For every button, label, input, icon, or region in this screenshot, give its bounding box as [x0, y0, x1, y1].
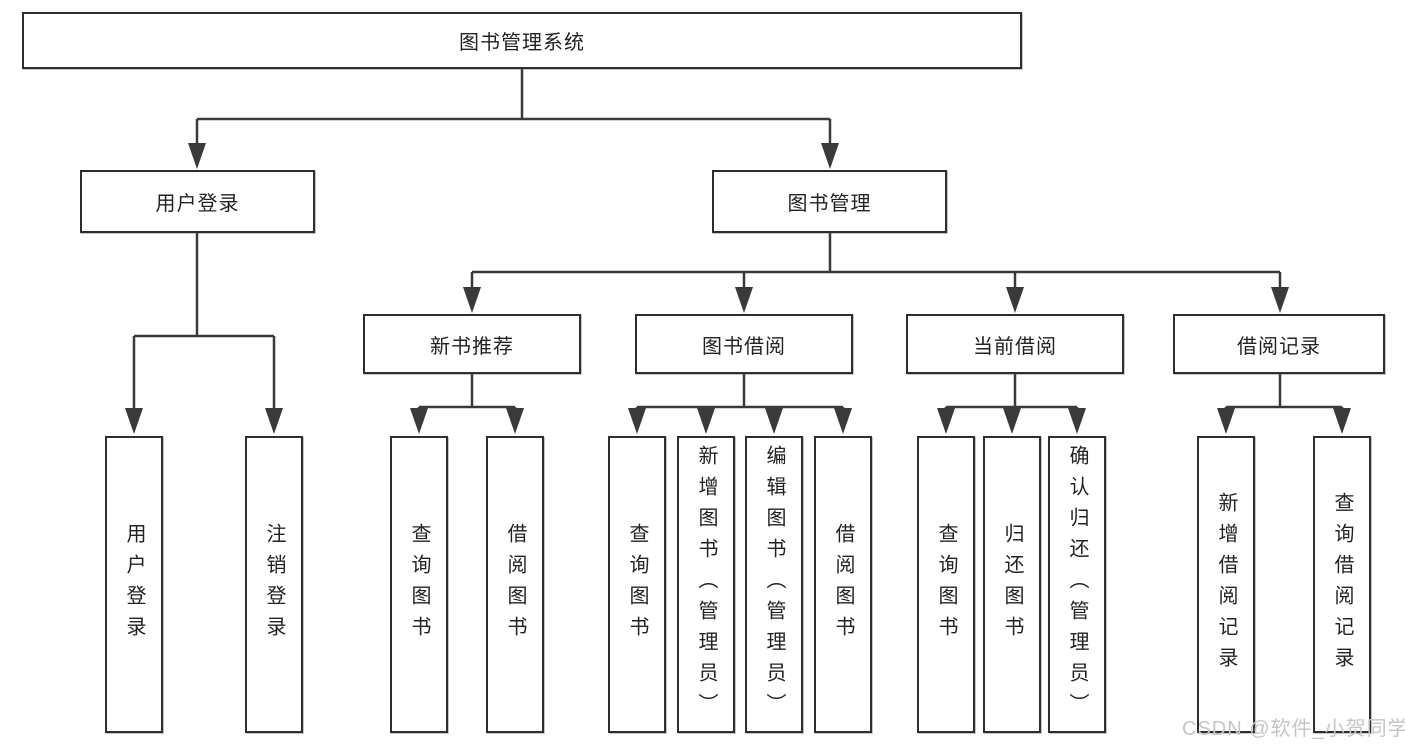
- arrow-down-icon: [1003, 408, 1021, 434]
- leaf-label: 归还图书: [1001, 522, 1023, 647]
- arrow-down-icon: [697, 408, 715, 434]
- leaf-query-borrow-record: 查询借阅记录: [1313, 436, 1371, 733]
- leaf-edit-books-admin: 编辑图书（管理员）: [745, 436, 803, 733]
- leaf-confirm-return-admin: 确认归还（管理员）: [1048, 436, 1106, 733]
- leaf-label: 新增图书（管理员）: [695, 445, 717, 724]
- arrow-down-icon: [265, 408, 283, 434]
- arrow-down-icon: [463, 287, 481, 313]
- arrow-down-icon: [1006, 287, 1024, 313]
- node-user-login: 用户登录: [80, 170, 315, 233]
- node-label: 图书借阅: [702, 335, 786, 358]
- leaf-label: 查询图书: [408, 522, 430, 647]
- node-label: 当前借阅: [973, 335, 1057, 358]
- arrow-down-icon: [188, 143, 206, 169]
- arrowhead-icons: [125, 143, 1351, 434]
- arrow-down-icon: [1068, 408, 1086, 434]
- leaf-label: 确认归还（管理员）: [1066, 445, 1088, 724]
- leaf-label: 新增借阅记录: [1215, 491, 1237, 678]
- leaf-query-books: 查询图书: [917, 436, 975, 733]
- leaf-return-books: 归还图书: [983, 436, 1041, 733]
- leaf-logout: 注销登录: [245, 436, 303, 733]
- leaf-query-books: 查询图书: [390, 436, 448, 733]
- csdn-watermark: CSDN @软件_小贺同学: [1182, 718, 1405, 740]
- node-book-management: 图书管理: [712, 170, 947, 233]
- leaf-label: 注销登录: [263, 522, 285, 647]
- arrow-down-icon: [506, 408, 524, 434]
- leaf-borrow-books: 借阅图书: [814, 436, 872, 733]
- node-label: 借阅记录: [1237, 335, 1321, 358]
- leaf-label: 查询图书: [935, 522, 957, 647]
- node-label: 新书推荐: [430, 335, 514, 358]
- arrow-down-icon: [765, 408, 783, 434]
- node-new-book-recommend: 新书推荐: [363, 314, 581, 374]
- arrow-down-icon: [937, 408, 955, 434]
- arrow-down-icon: [410, 408, 428, 434]
- node-label: 图书管理系统: [459, 32, 585, 54]
- arrow-down-icon: [628, 408, 646, 434]
- node-root-library-system: 图书管理系统: [22, 12, 1022, 69]
- leaf-label: 借阅图书: [832, 522, 854, 647]
- arrow-down-icon: [1217, 408, 1235, 434]
- arrow-down-icon: [735, 287, 753, 313]
- leaf-label: 查询借阅记录: [1331, 491, 1353, 678]
- arrow-down-icon: [1333, 408, 1351, 434]
- arrow-down-icon: [834, 408, 852, 434]
- leaf-user-login: 用户登录: [105, 436, 163, 733]
- leaf-label: 查询图书: [626, 522, 648, 647]
- node-book-borrow: 图书借阅: [635, 314, 853, 374]
- node-label: 用户登录: [155, 193, 240, 215]
- arrow-down-icon: [821, 143, 839, 169]
- node-borrow-records: 借阅记录: [1173, 314, 1385, 374]
- leaf-query-books: 查询图书: [608, 436, 666, 733]
- arrow-down-icon: [1271, 287, 1289, 313]
- leaf-label: 编辑图书（管理员）: [763, 445, 785, 724]
- leaf-label: 用户登录: [123, 522, 145, 647]
- arrow-down-icon: [125, 408, 143, 434]
- leaf-label: 借阅图书: [504, 522, 526, 647]
- node-current-borrow: 当前借阅: [906, 314, 1124, 374]
- leaf-add-books-admin: 新增图书（管理员）: [677, 436, 735, 733]
- node-label: 图书管理: [787, 193, 872, 215]
- leaf-add-borrow-record: 新增借阅记录: [1197, 436, 1255, 733]
- leaf-borrow-books: 借阅图书: [486, 436, 544, 733]
